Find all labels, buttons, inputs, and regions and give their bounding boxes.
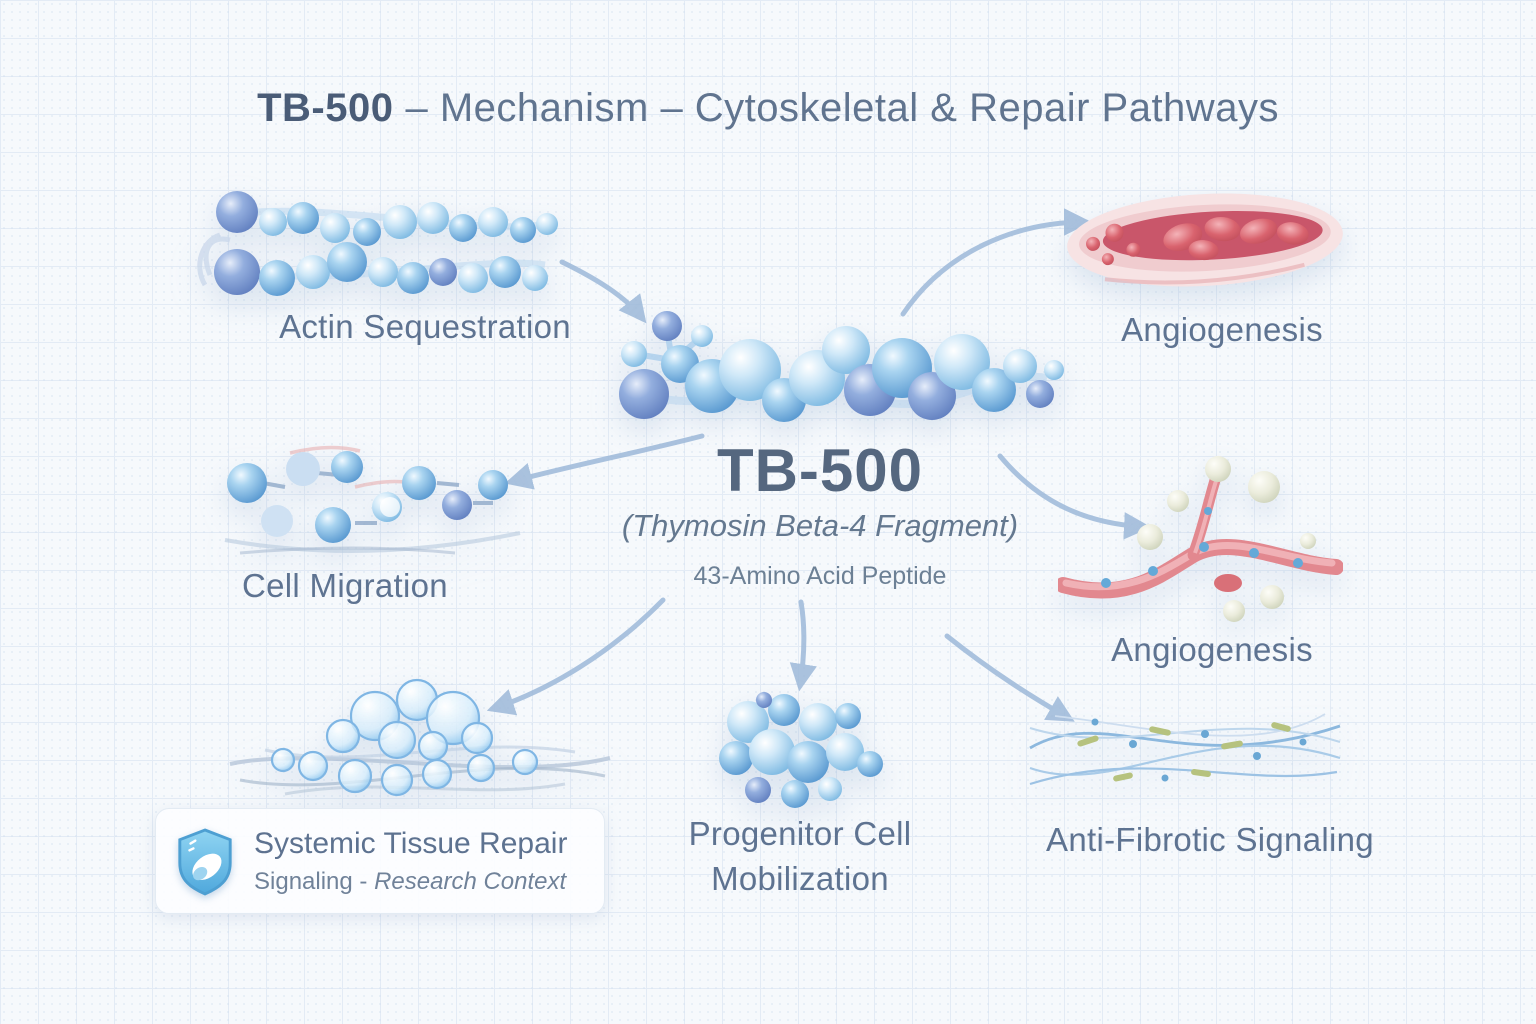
arrow-center-to-anti-fibrotic xyxy=(944,633,1075,722)
progenitor-mobilization-label: Progenitor Cell Mobilization xyxy=(688,815,912,897)
cell-cluster-on-fibers-illustration xyxy=(229,678,611,797)
peptide-molecule-illustration xyxy=(619,311,1064,422)
actin-filament-chain-illustration xyxy=(197,191,558,296)
shield-cell-icon xyxy=(178,828,232,896)
center-node-caption: 43-Amino Acid Peptide xyxy=(693,562,947,590)
page-title: TB-500– Mechanism – Cytoskeletal & Repai… xyxy=(0,86,1536,131)
arrow-center-to-tissue-repair xyxy=(486,597,666,716)
anti-fibrotic-mesh-illustration xyxy=(1029,713,1341,786)
badge-title: Systemic Tissue Repair xyxy=(254,826,568,860)
arrow-center-to-angiogenesis-top xyxy=(900,208,1092,317)
migrating-cells-illustration xyxy=(224,445,521,555)
title-rest: – Mechanism – Cytoskeletal & Repair Path… xyxy=(405,86,1279,130)
anti-fibrotic-label: Anti-Fibrotic Signaling xyxy=(1046,821,1374,858)
center-node-title: TB-500 xyxy=(716,437,924,504)
arrow-center-to-progenitor xyxy=(789,599,817,692)
angiogenesis-mid-label: Angiogenesis xyxy=(1111,631,1313,668)
actin-sequestration-label: Actin Sequestration xyxy=(279,308,571,345)
blood-vessel-cutaway-illustration xyxy=(1067,193,1343,287)
title-brand: TB-500 xyxy=(257,86,394,130)
cell-migration-label: Cell Migration xyxy=(242,567,448,604)
arrow-actin-to-center xyxy=(559,259,647,324)
arrow-center-to-angiogenesis-mid xyxy=(997,453,1152,540)
tissue-repair-badge: Systemic Tissue Repair Signaling - Resea… xyxy=(155,808,605,914)
center-node-subtitle: (Thymosin Beta-4 Fragment) xyxy=(621,508,1019,543)
sprouting-vessel-illustration xyxy=(1058,456,1343,622)
badge-subtitle: Signaling - Research Context xyxy=(254,867,567,895)
angiogenesis-top-label: Angiogenesis xyxy=(1121,311,1323,348)
progenitor-cell-cluster-illustration xyxy=(719,692,883,808)
arrow-center-to-cell-migration xyxy=(504,433,705,490)
